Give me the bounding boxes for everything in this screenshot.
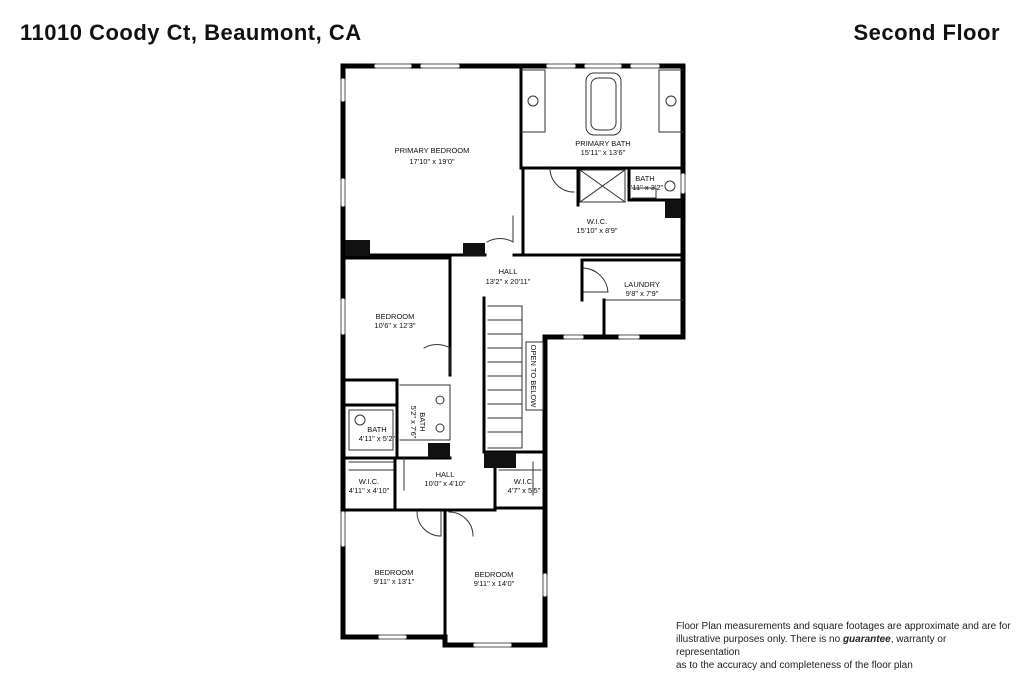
room-bedroom-bottom-right: BEDROOM — [475, 570, 514, 579]
room-hall-main: HALL — [499, 267, 518, 276]
room-wic-right: W.I.C. — [514, 477, 534, 486]
room-primary-wic-dim: 15'10" x 8'9" — [576, 226, 617, 235]
floor-label: Second Floor — [853, 20, 1000, 45]
room-wic-right-dim: 4'7" x 5'5" — [508, 486, 541, 495]
room-laundry-dim: 9'8" x 7'9" — [626, 289, 659, 298]
room-primary-wic: W.I.C. — [587, 217, 607, 226]
room-bedroom-mid: BEDROOM — [376, 312, 415, 321]
room-bedroom-bottom-right-dim: 9'11" x 14'0" — [474, 579, 515, 588]
disclaimer: Floor Plan measurements and square foota… — [676, 620, 1011, 672]
room-bath-vertical-dim: 5'2" x 7'6" — [409, 406, 418, 439]
room-bath-small: BATH — [635, 174, 654, 183]
room-bath-vertical: BATH — [418, 412, 427, 431]
room-bedroom-bottom-left-dim: 9'11" x 13'1" — [374, 577, 415, 586]
room-wic-left-dim: 4'11" x 4'10" — [349, 486, 390, 495]
room-hall-lower-dim: 10'0" x 4'10" — [424, 479, 465, 488]
disclaimer-line-2b: , warranty or representation — [676, 634, 947, 658]
room-primary-bedroom: PRIMARY BEDROOM — [395, 146, 470, 155]
room-primary-bath-dim: 15'11" x 13'6" — [581, 148, 626, 157]
room-hall-main-dim: 13'2" x 20'11" — [486, 277, 531, 286]
room-bedroom-mid-dim: 10'6" x 12'3" — [374, 321, 415, 330]
room-primary-bath: PRIMARY BATH — [575, 139, 630, 148]
room-bath-left-dim: 4'11" x 5'2" — [359, 434, 396, 443]
room-laundry: LAUNDRY — [624, 280, 660, 289]
room-hall-lower: HALL — [436, 470, 455, 479]
disclaimer-line-2a: illustrative purposes only. There is no — [676, 634, 843, 645]
property-address: 11010 Coody Ct, Beaumont, CA — [20, 20, 362, 45]
disclaimer-line-2: illustrative purposes only. There is no … — [676, 633, 1011, 659]
disclaimer-line-1: Floor Plan measurements and square foota… — [676, 621, 1011, 632]
room-wic-left: W.I.C. — [359, 477, 379, 486]
room-bedroom-bottom-left: BEDROOM — [375, 568, 414, 577]
room-primary-bedroom-dim: 17'10" x 19'0" — [409, 157, 455, 166]
room-bath-left: BATH — [367, 425, 386, 434]
disclaimer-brand: guarantee — [842, 634, 891, 645]
open-to-below: OPEN TO BELOW — [529, 345, 538, 409]
disclaimer-line-3: as to the accuracy and completeness of t… — [676, 660, 913, 671]
room-bath-small-dim: 7'11" x 3'2" — [627, 183, 664, 192]
